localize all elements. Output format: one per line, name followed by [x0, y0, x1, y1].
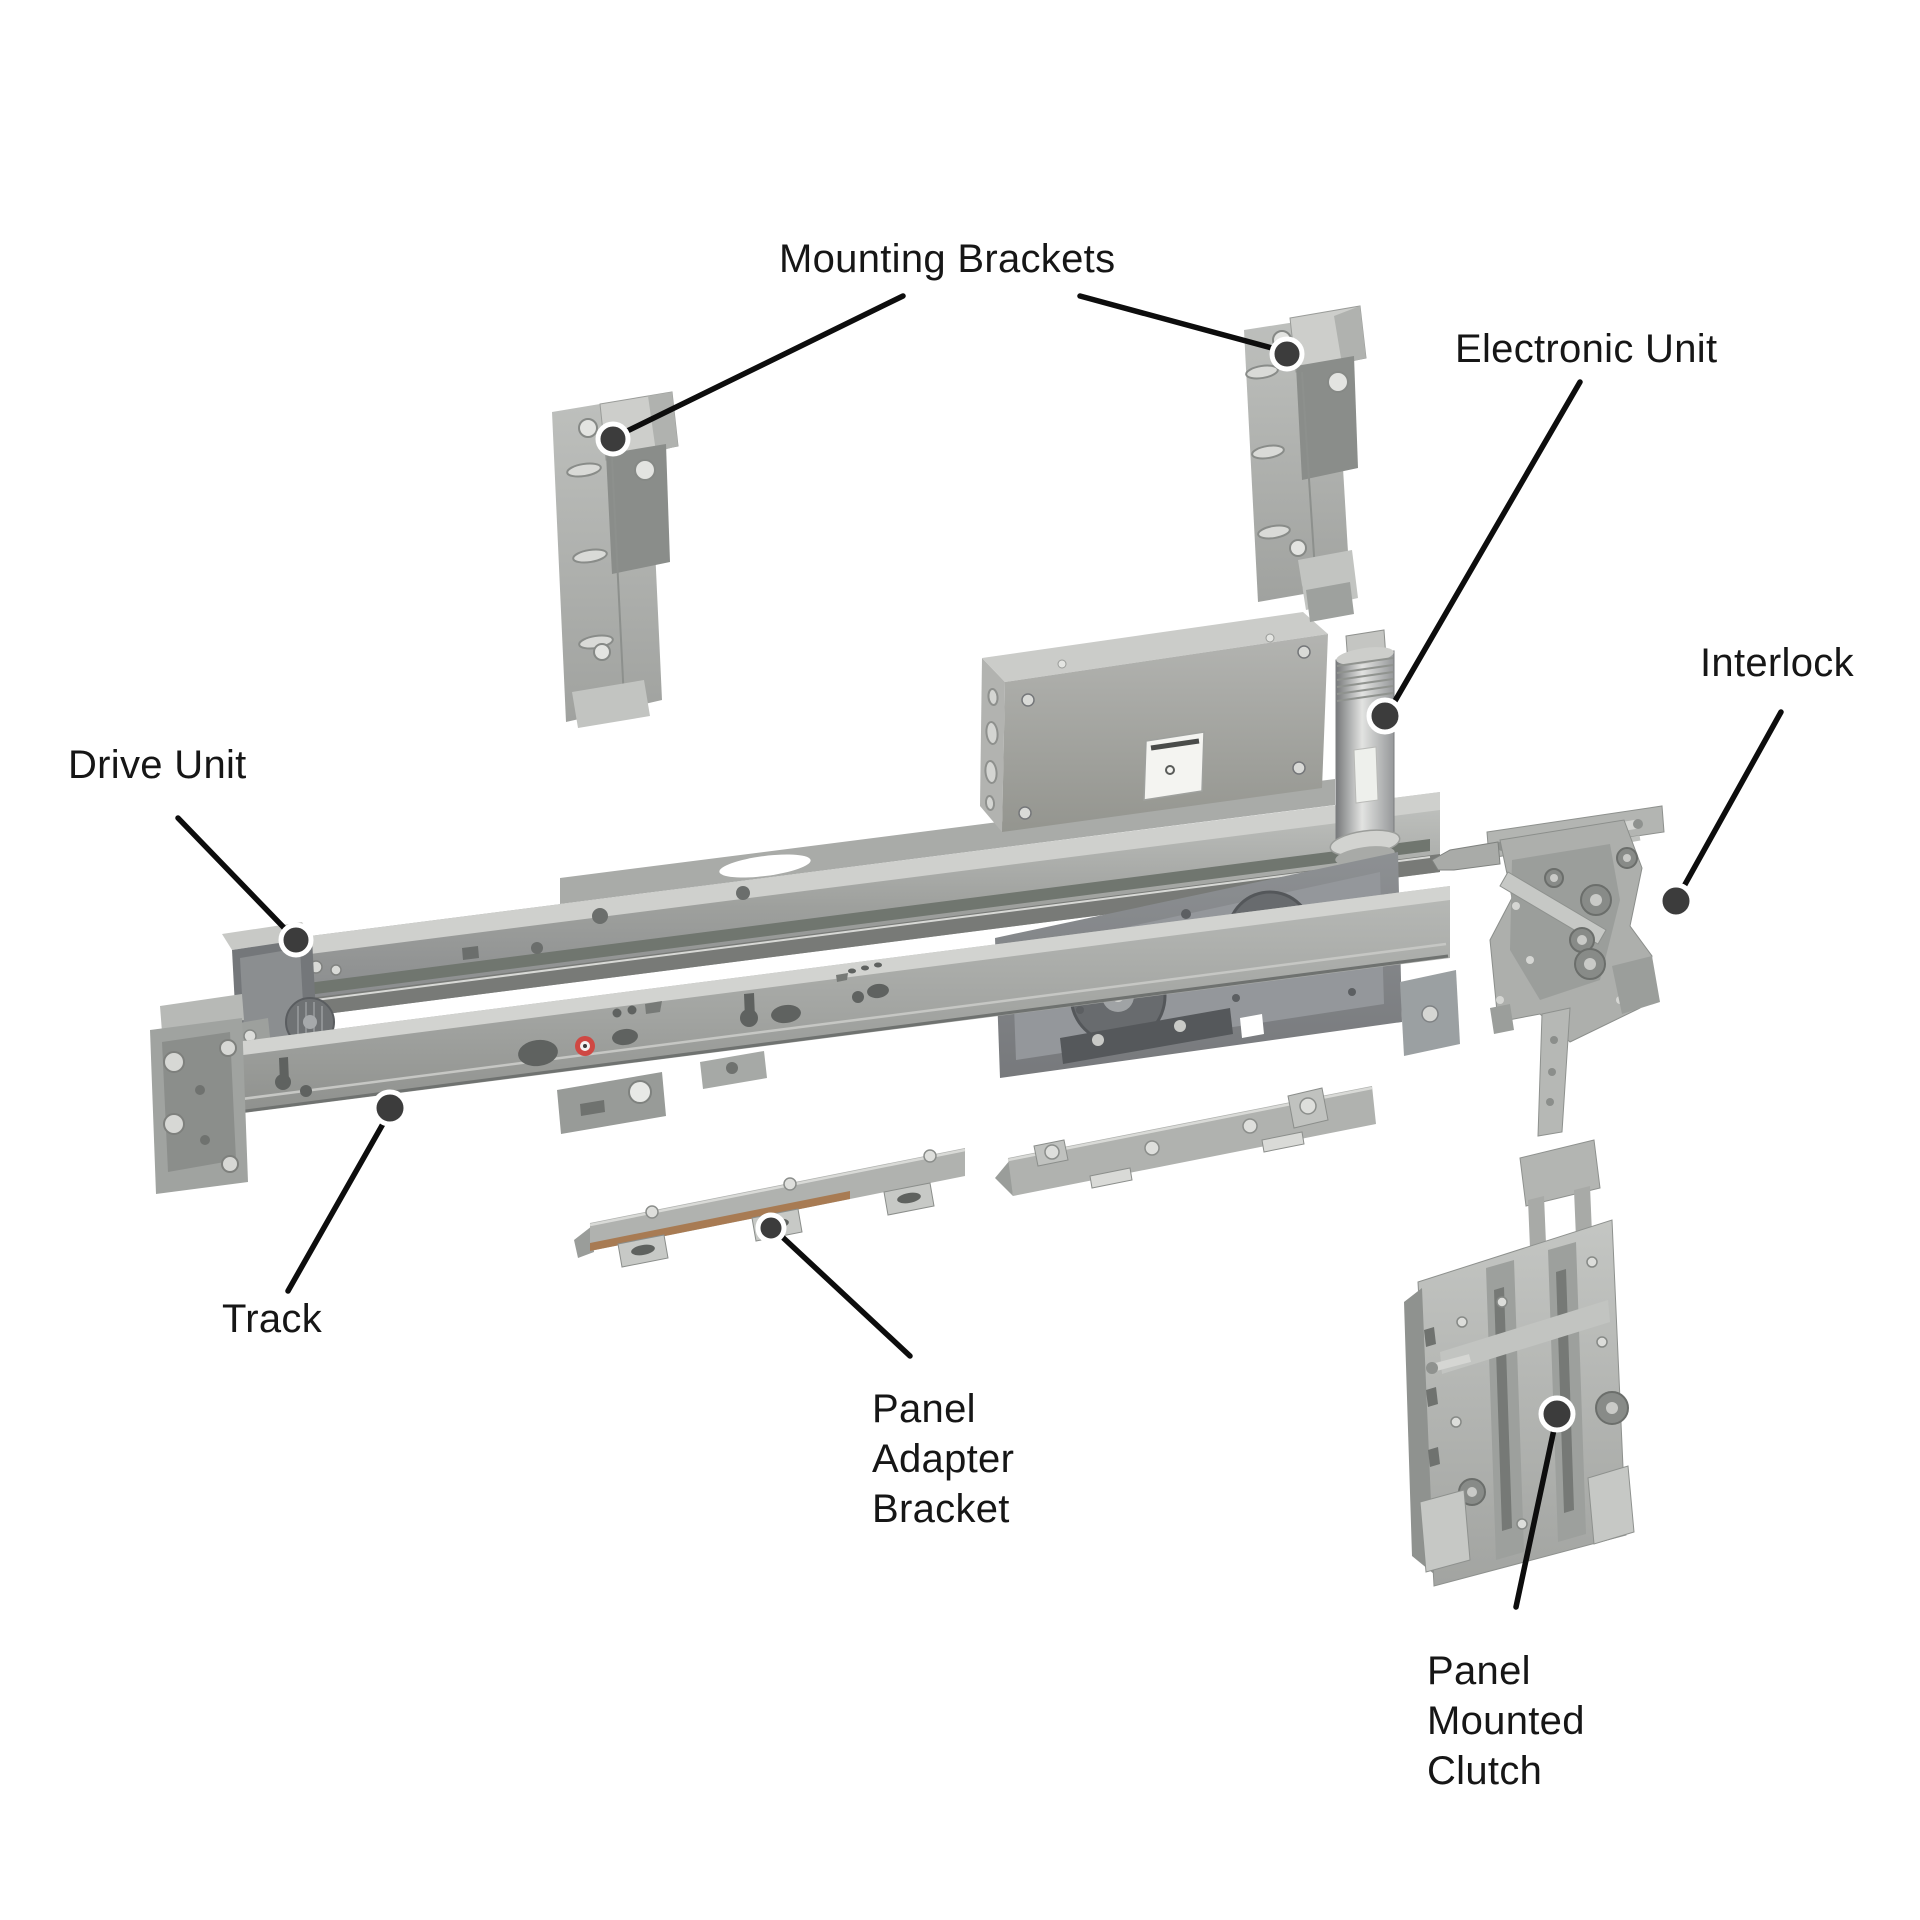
panel-mounted-clutch-part [1404, 1139, 1635, 1587]
callout-dot-drive-unit [278, 922, 314, 958]
callout-dot-track [371, 1089, 409, 1127]
motor-sticker [1353, 746, 1379, 804]
callout-dot-mounting-bracket-right [1269, 336, 1305, 372]
electronic-unit-part [980, 612, 1328, 832]
label-interlock: Interlock [1700, 641, 1854, 685]
callout-line-mounting-brackets-left [614, 293, 906, 439]
mounting-bracket-right-part [1244, 305, 1367, 622]
callout-line-drive-unit [175, 815, 295, 939]
callout-line-panel-mounted-clutch [1513, 1417, 1559, 1610]
label-electronic-unit: Electronic Unit [1455, 327, 1718, 371]
drive-unit-part [200, 792, 1440, 1068]
callout-dot-electronic-unit [1366, 697, 1404, 735]
panel-adapter-bracket-left-part [574, 1148, 966, 1268]
callout-line-mounting-brackets-right [1077, 293, 1286, 354]
interlock-part [1431, 805, 1665, 1137]
motor [1329, 629, 1401, 866]
label-track: Track [222, 1297, 323, 1341]
callout-dot-interlock [1657, 882, 1695, 920]
callout-line-panel-adapter-bracket [774, 1229, 913, 1359]
callout-line-interlock [1675, 709, 1784, 900]
track-part [150, 886, 1450, 1194]
label-panel-mounted-clutch: Panel Mounted Clutch [1427, 1649, 1585, 1793]
callout-dot-panel-mounted-clutch [1538, 1395, 1576, 1433]
panel-edge [590, 1191, 850, 1251]
callout-dot-mounting-bracket-left [595, 421, 631, 457]
label-mounting-brackets: Mounting Brackets [779, 237, 1116, 281]
panel-adapter-bracket-right-part [995, 1086, 1376, 1196]
callout-line-electronic-unit [1385, 379, 1583, 716]
callout-line-track [285, 1112, 391, 1294]
label-panel-adapter-bracket: Panel Adapter Bracket [872, 1387, 1015, 1531]
mounting-bracket-left-part [552, 391, 679, 728]
label-drive-unit: Drive Unit [68, 743, 247, 787]
callout-dot-panel-adapter-bracket [755, 1212, 787, 1244]
